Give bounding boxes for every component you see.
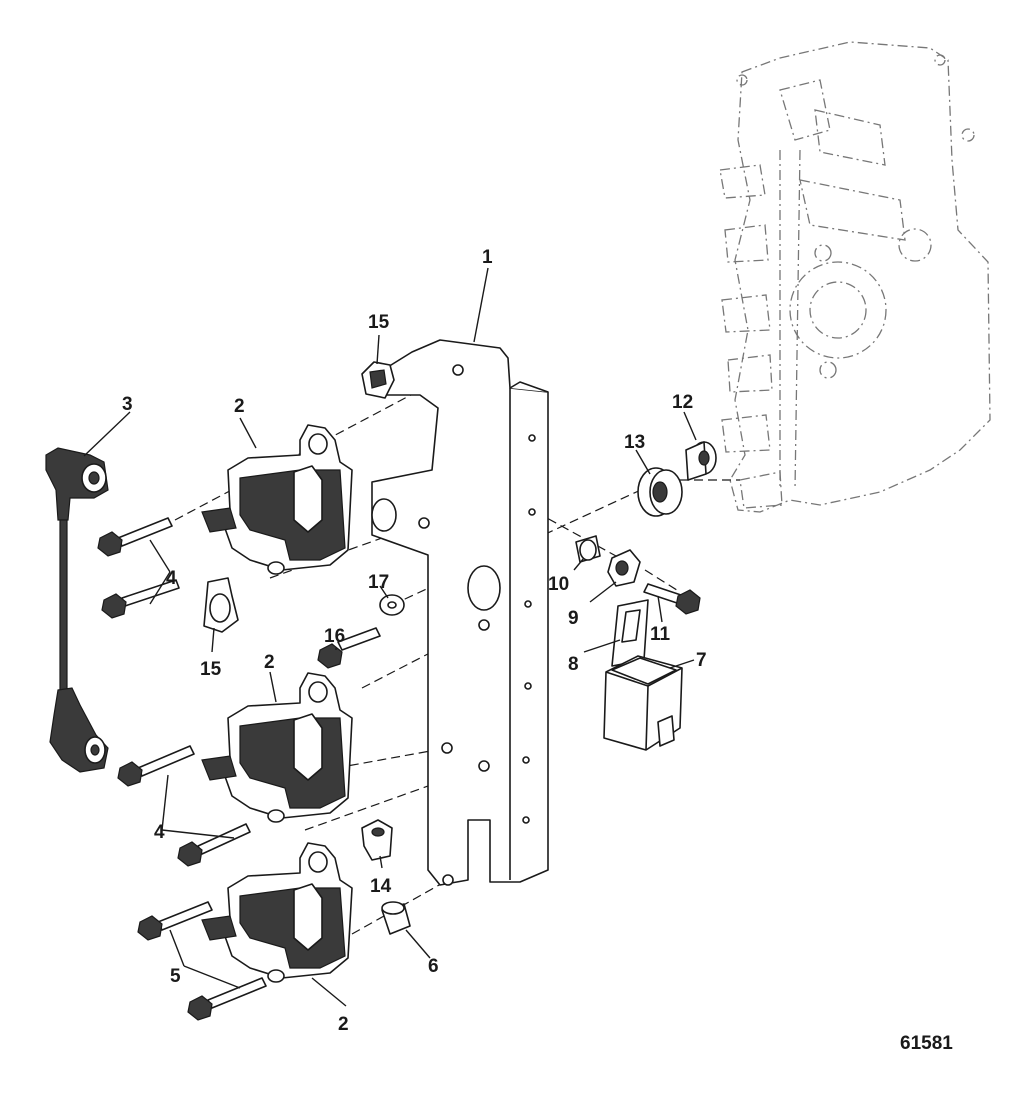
spark-plug-lead	[45, 447, 109, 773]
callout-2: 2	[338, 1014, 349, 1035]
relay	[603, 655, 683, 751]
screw-and-washer	[317, 594, 405, 669]
callout-10: 10	[548, 574, 569, 595]
callout-1: 1	[482, 247, 493, 268]
callout-17: 17	[368, 572, 389, 593]
callout-15: 15	[200, 659, 222, 680]
callout-2: 2	[264, 652, 275, 673]
callout-4: 4	[154, 822, 165, 843]
callout-11: 11	[650, 624, 671, 645]
callout-5: 5	[170, 966, 181, 987]
grommet-and-sleeve	[637, 441, 717, 517]
callout-15: 15	[368, 312, 390, 333]
callout-9: 9	[568, 608, 579, 629]
ignition-coil-lower	[201, 842, 353, 983]
figure-number: 61581	[900, 1033, 953, 1054]
callout-6: 6	[428, 956, 439, 977]
engine-block-phantom	[719, 41, 991, 513]
callout-14: 14	[370, 876, 392, 897]
ignition-coil-middle	[201, 672, 353, 823]
callout-16: 16	[324, 626, 345, 647]
clamp-and-spacer	[361, 819, 411, 935]
callout-3: 3	[122, 394, 133, 415]
cable-clamps	[203, 361, 395, 633]
callout-7: 7	[696, 650, 707, 671]
coil-bolts	[97, 517, 267, 1021]
relay-mount-hardware	[575, 535, 701, 667]
callout-4: 4	[166, 568, 177, 589]
callout-2: 2	[234, 396, 245, 417]
mounting-bracket	[371, 339, 549, 886]
callout-13: 13	[624, 432, 645, 453]
callout-12: 12	[672, 392, 693, 413]
callout-8: 8	[568, 654, 579, 675]
ignition-coil-upper	[201, 424, 353, 575]
callout-labels: 1 2 3 4 15 15 16 17 2 4 14 5 6 2 13 12 1…	[122, 247, 707, 1035]
callout-leaders	[83, 267, 697, 1007]
